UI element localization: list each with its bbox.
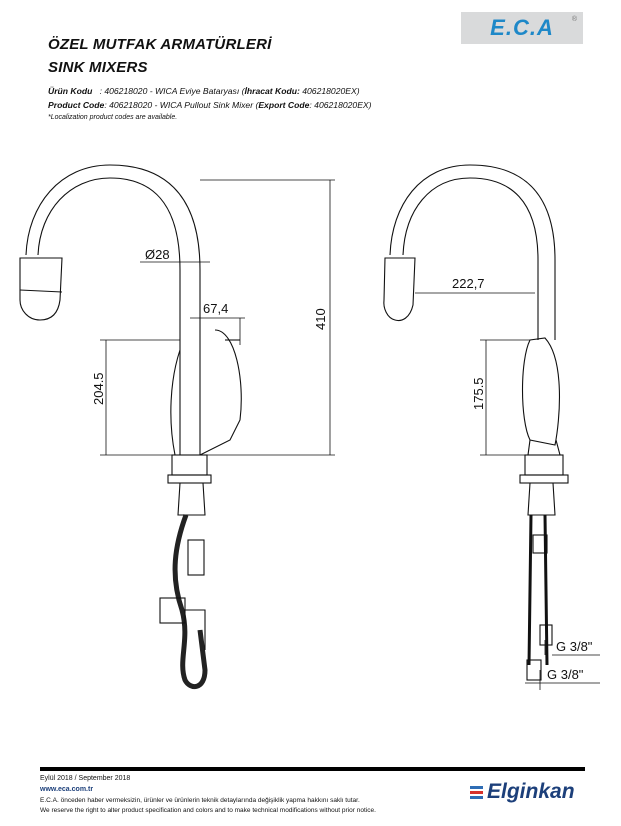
value: : 406218020 - WICA Eviye Bataryası ( xyxy=(92,86,245,96)
export-value: 406218020EX) xyxy=(299,86,360,96)
footer-website[interactable]: www.eca.com.tr xyxy=(40,786,94,793)
dim-side-height: 175.5 xyxy=(471,377,486,410)
title-en: SINK MIXERS xyxy=(48,59,148,76)
dim-diameter: Ø28 xyxy=(145,247,170,262)
export-label: Export Code xyxy=(258,100,310,110)
logo-text: E.C.A xyxy=(490,15,554,40)
dim-reach: 222,7 xyxy=(452,276,485,291)
export-label: İhracat Kodu: xyxy=(244,86,300,96)
product-code-en: Product Code: 406218020 - WICA Pullout S… xyxy=(48,100,372,110)
localization-note: *Localization product codes are availabl… xyxy=(48,114,178,121)
dim-offset: 67,4 xyxy=(203,301,228,316)
footer-disclaimer-en: We reserve the right to alter product sp… xyxy=(40,807,376,814)
logo-mark: ® xyxy=(571,16,577,23)
dim-connection-2: G 3/8" xyxy=(547,667,584,682)
footer-date: Eylül 2018 / September 2018 xyxy=(40,775,131,782)
export-value: : 406218020EX) xyxy=(309,100,372,110)
footer-disclaimer-tr: E.C.A. önceden haber vermeksizin, ürünle… xyxy=(40,797,360,804)
eca-logo: E.C.A ® xyxy=(461,12,583,44)
elginkan-mark-icon xyxy=(470,785,483,799)
footer-divider xyxy=(40,767,585,771)
value: : 406218020 - WICA Pullout Sink Mixer ( xyxy=(104,100,259,110)
product-code-tr: Ürün Kodu : 406218020 - WICA Eviye Batar… xyxy=(48,86,360,96)
technical-drawing: Ø28 67,4 410 204.5 222,7 175.5 G 3/8" xyxy=(19,164,600,690)
front-dimension-lines xyxy=(100,179,335,456)
dim-lever-height: 204.5 xyxy=(91,372,106,405)
brand-name: Elginkan xyxy=(487,780,575,803)
label: Product Code xyxy=(48,100,105,110)
dim-total-height: 410 xyxy=(313,308,328,330)
title-tr: ÖZEL MUTFAK ARMATÜRLERİ xyxy=(48,36,272,53)
side-view-faucet xyxy=(383,164,569,681)
side-dimension-lines xyxy=(415,292,600,690)
label: Ürün Kodu xyxy=(48,86,93,96)
front-view-faucet xyxy=(19,164,242,689)
dim-connection-1: G 3/8" xyxy=(556,639,593,654)
elginkan-logo: Elginkan xyxy=(470,780,575,804)
